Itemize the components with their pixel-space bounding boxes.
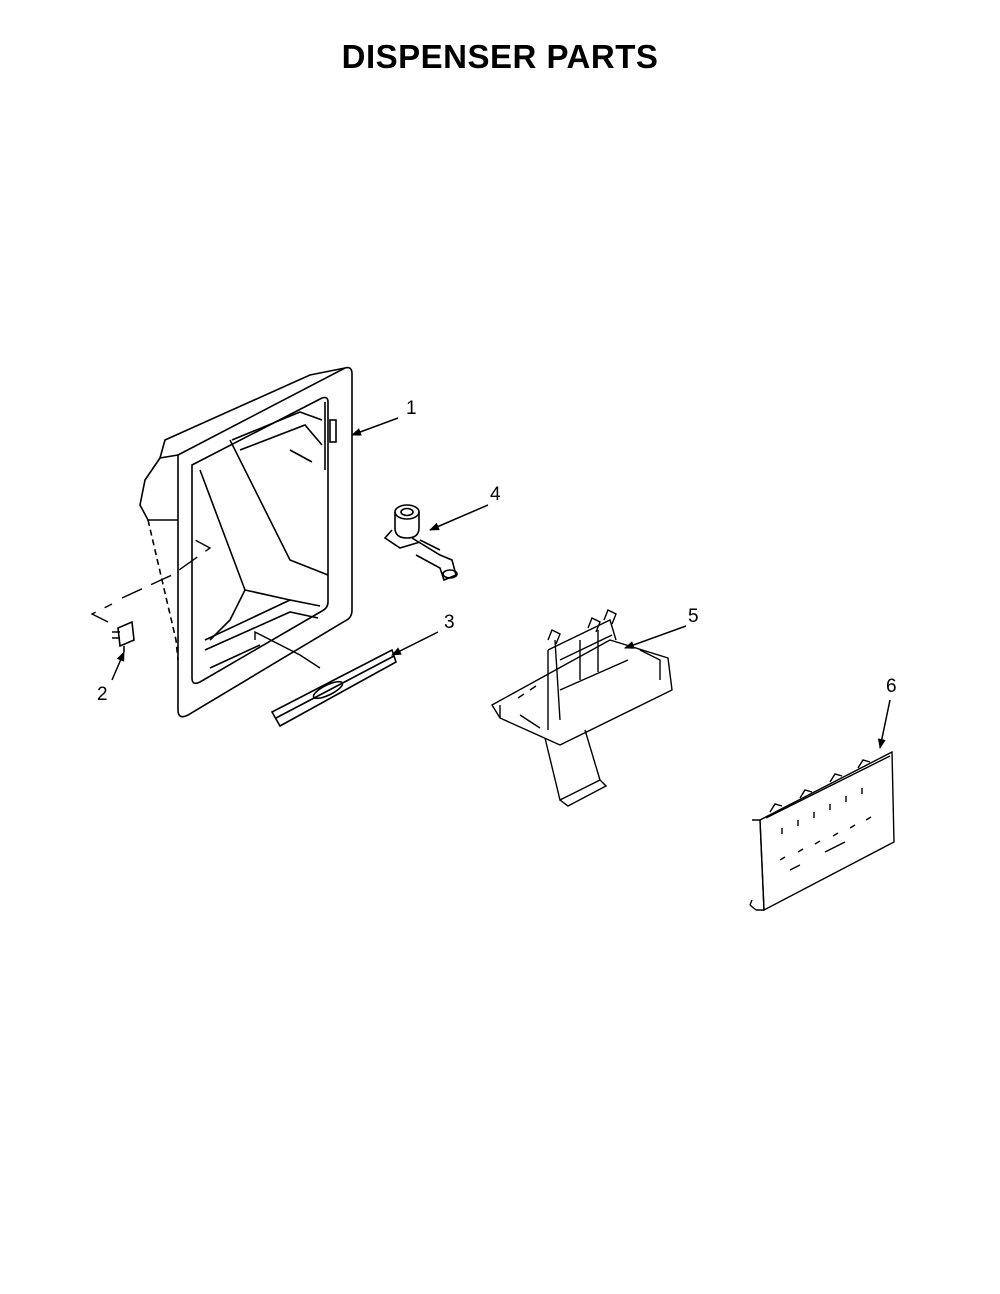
page-title: DISPENSER PARTS — [341, 38, 659, 75]
assembly-line-screw — [90, 539, 212, 623]
leader-2 — [111, 651, 125, 681]
callout-1: 1 — [406, 398, 417, 419]
leader-6 — [877, 699, 891, 749]
callout-3: 3 — [444, 612, 455, 633]
leader-4 — [429, 504, 489, 531]
callout-labels: 1 2 3 4 5 6 — [97, 398, 897, 705]
callout-leaders — [111, 417, 891, 749]
callout-2: 2 — [97, 684, 108, 705]
assembly-line-cover — [254, 630, 321, 669]
part-5-control-housing[interactable] — [491, 609, 673, 807]
part-2-screw[interactable] — [112, 620, 135, 652]
assembly-lines — [90, 539, 321, 669]
leader-1 — [351, 417, 399, 436]
callout-5: 5 — [688, 606, 699, 627]
part-4-water-fitting[interactable] — [383, 504, 458, 582]
leader-3 — [391, 631, 439, 656]
part-3-light-cover[interactable] — [270, 648, 397, 728]
callout-6: 6 — [886, 676, 897, 697]
leader-5 — [624, 625, 687, 649]
callout-4: 4 — [490, 484, 501, 505]
part-1-dispenser-housing[interactable] — [139, 366, 353, 718]
part-6-control-panel[interactable] — [749, 750, 895, 912]
